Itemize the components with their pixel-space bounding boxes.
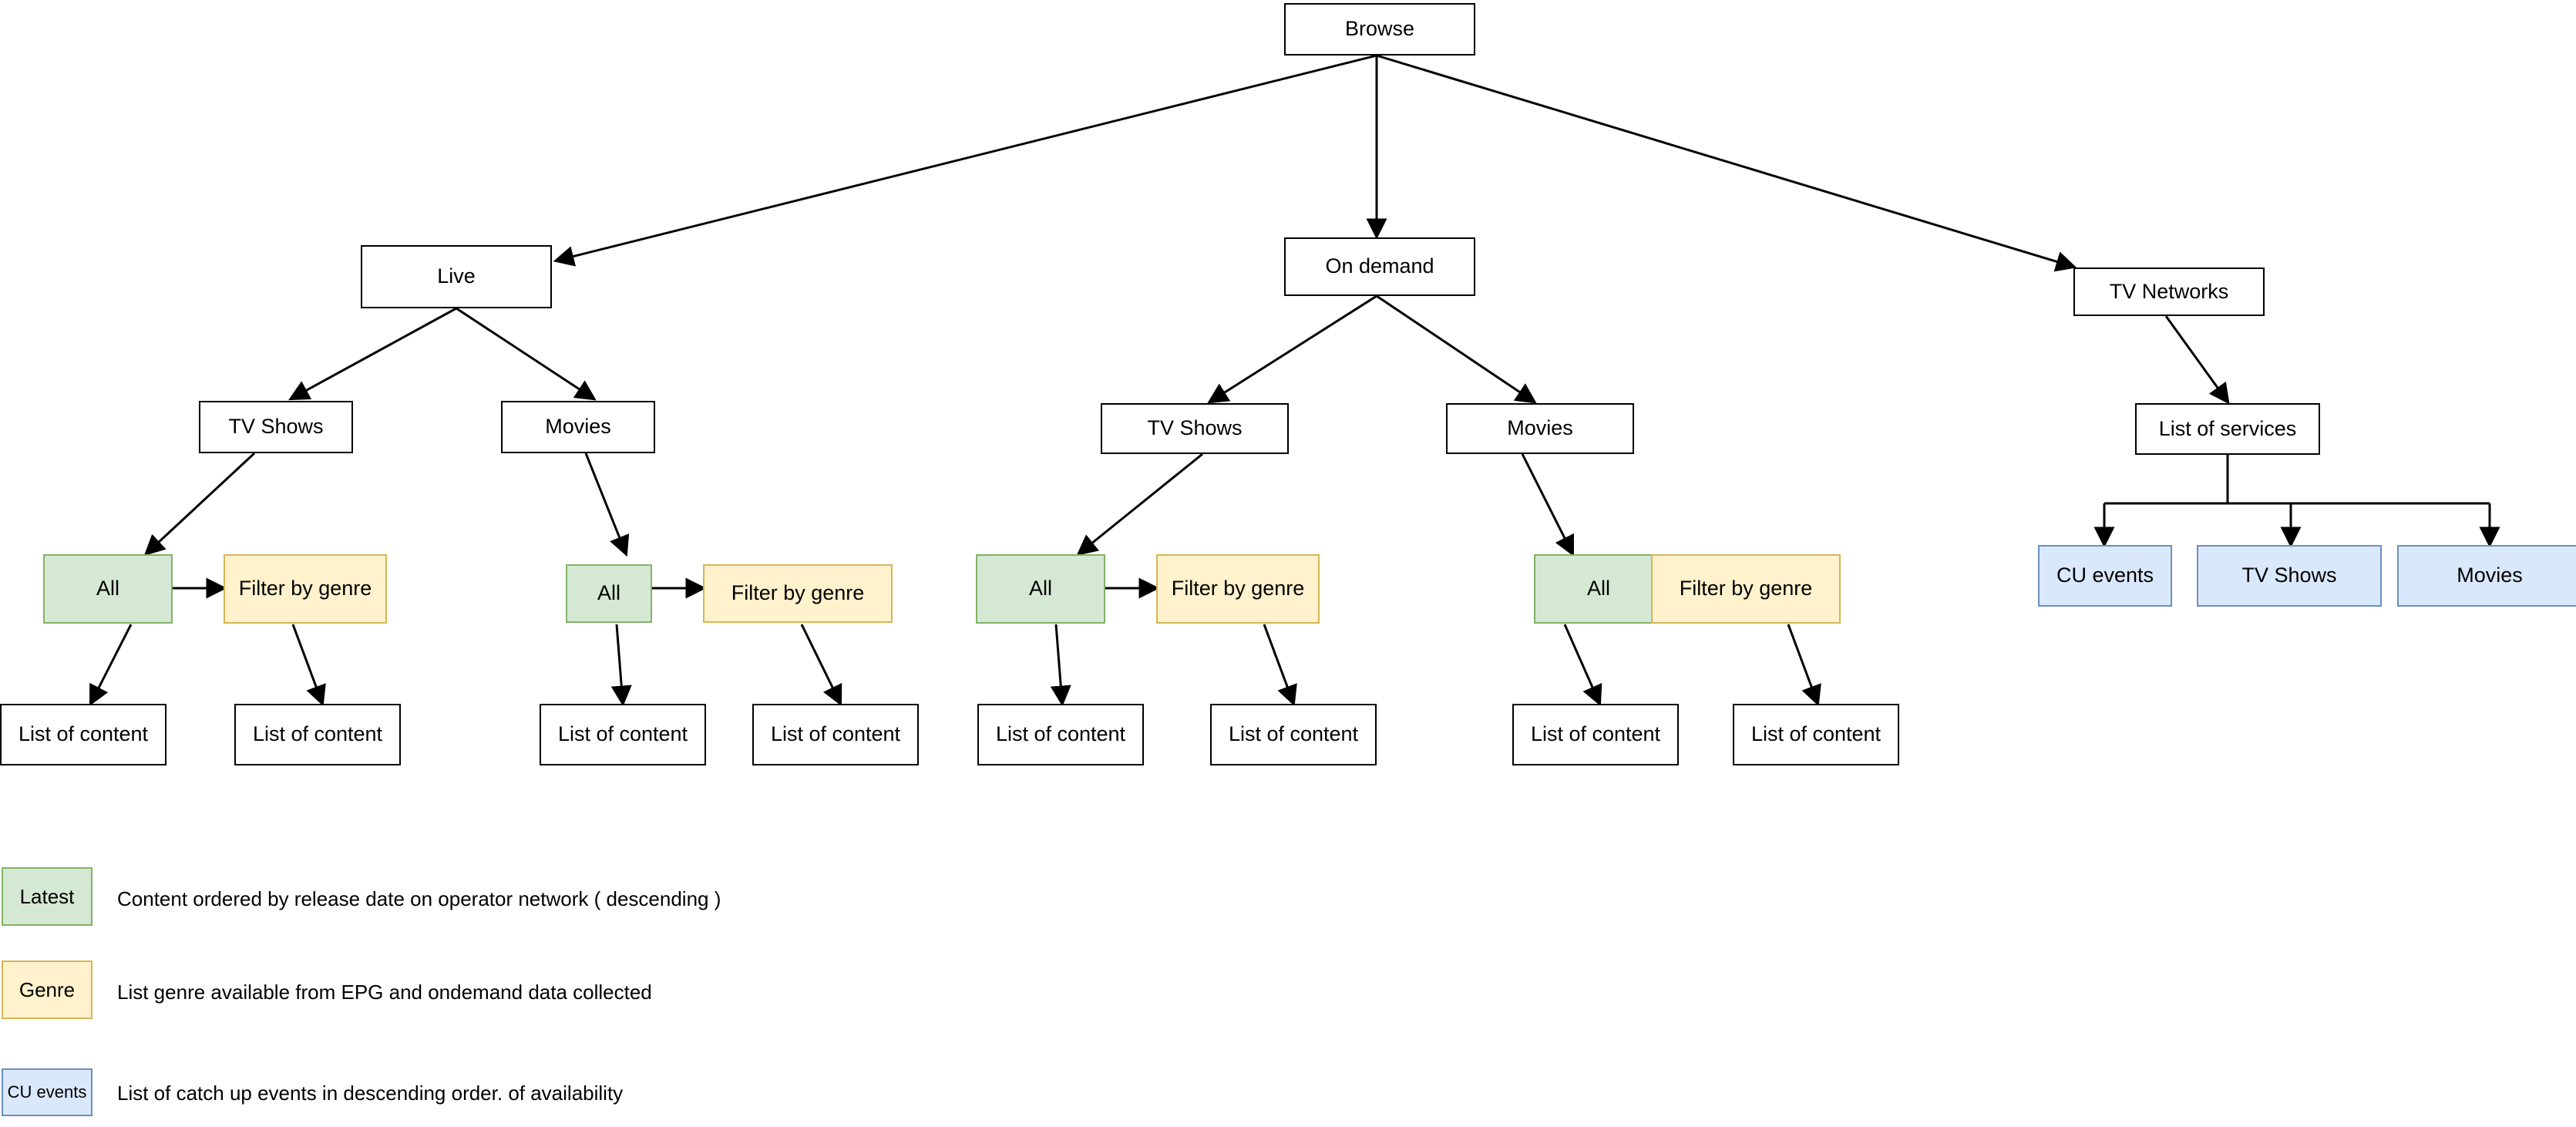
node-browse[interactable]: Browse — [1284, 3, 1475, 56]
node-list-of-content-5-label: List of content — [995, 722, 1126, 746]
edge-all4-to-content7 — [1563, 624, 1602, 707]
node-list-of-content-6[interactable]: List of content — [1210, 704, 1377, 765]
node-all-ondemand-movies[interactable]: All — [1534, 554, 1663, 624]
edge-genre4-to-content8 — [1787, 624, 1821, 707]
legend-description-genre: List genre available from EPG and ondema… — [117, 981, 652, 1004]
node-service-movies-label: Movies — [2457, 564, 2523, 587]
edge-tvnetworks-to-services — [2164, 315, 2230, 405]
edge-genre3-to-content6 — [1263, 624, 1297, 707]
node-ondemand-movies-label: Movies — [1507, 416, 1573, 440]
legend-swatch-cu-events: CU events — [2, 1068, 92, 1116]
edge-browse-to-live — [553, 54, 1377, 267]
node-list-of-content-4[interactable]: List of content — [752, 704, 919, 765]
legend-description-latest: Content ordered by release date on opera… — [117, 887, 721, 910]
node-filter-by-genre-ondemand-movies[interactable]: Filter by genre — [1651, 554, 1841, 624]
node-list-of-content-1[interactable]: List of content — [0, 704, 166, 765]
node-list-of-content-2[interactable]: List of content — [234, 704, 401, 765]
node-filter-by-genre-live-tvshows-label: Filter by genre — [238, 577, 372, 601]
node-list-of-content-7-label: List of content — [1530, 722, 1661, 746]
node-all-ondemand-tvshows[interactable]: All — [976, 554, 1105, 624]
node-filter-by-genre-ondemand-movies-label: Filter by genre — [1679, 577, 1813, 601]
node-all-live-movies-label: All — [597, 581, 620, 605]
edge-all1-to-content1 — [89, 624, 133, 707]
edge-live-to-tvshows — [288, 307, 457, 401]
node-all-ondemand-tvshows-label: All — [1028, 577, 1052, 601]
node-on-demand-label: On demand — [1325, 254, 1434, 278]
edge-genre2-to-content4 — [800, 624, 842, 707]
node-all-live-tvshows-label: All — [96, 577, 119, 601]
edge-ondemand-to-tvshows — [1207, 294, 1377, 404]
node-ondemand-movies[interactable]: Movies — [1446, 403, 1634, 454]
edge-browse-to-tvnetworks — [1376, 54, 2077, 272]
node-live-tv-shows[interactable]: TV Shows — [199, 401, 353, 453]
node-live-movies[interactable]: Movies — [501, 401, 655, 453]
node-ondemand-tv-shows[interactable]: TV Shows — [1101, 403, 1289, 454]
node-tv-networks-label: TV Networks — [2109, 279, 2229, 303]
node-service-cu-events-label: CU events — [2056, 564, 2154, 587]
legend-description-cu-events: List of catch up events in descending or… — [117, 1082, 624, 1105]
node-list-of-content-7[interactable]: List of content — [1512, 704, 1679, 765]
node-filter-by-genre-ondemand-tvshows[interactable]: Filter by genre — [1156, 554, 1320, 624]
node-list-of-content-2-label: List of content — [252, 722, 383, 746]
edge-all2-to-content3 — [610, 624, 632, 707]
node-list-of-content-6-label: List of content — [1228, 722, 1359, 746]
node-ondemand-tv-shows-label: TV Shows — [1147, 416, 1243, 440]
node-browse-label: Browse — [1344, 17, 1415, 41]
node-filter-by-genre-live-tvshows[interactable]: Filter by genre — [224, 554, 387, 624]
node-live-movies-label: Movies — [545, 415, 611, 439]
node-list-of-content-3-label: List of content — [557, 722, 688, 746]
node-filter-by-genre-ondemand-tvshows-label: Filter by genre — [1171, 577, 1305, 601]
node-filter-by-genre-live-movies-label: Filter by genre — [731, 581, 865, 605]
legend-swatch-latest-label: Latest — [19, 884, 75, 908]
edge-live-tvshows-to-all — [143, 452, 256, 557]
node-tv-networks[interactable]: TV Networks — [2073, 267, 2265, 316]
legend-swatch-genre-label: Genre — [18, 977, 76, 1001]
node-service-tv-shows[interactable]: TV Shows — [2197, 545, 2382, 607]
node-list-of-content-3[interactable]: List of content — [540, 704, 706, 765]
edge-genre1-to-content2 — [291, 624, 326, 707]
edge-services-trunk — [2104, 455, 2490, 505]
node-live-label: Live — [437, 264, 476, 288]
node-live[interactable]: Live — [361, 245, 552, 308]
legend-swatch-cu-events-label: CU events — [7, 1082, 87, 1102]
edge-live-to-movies — [456, 307, 597, 401]
node-filter-by-genre-live-movies[interactable]: Filter by genre — [703, 564, 893, 623]
edge-all3-to-content5 — [1050, 624, 1071, 707]
node-list-of-content-8[interactable]: List of content — [1733, 704, 1899, 765]
edge-live-movies-to-all — [584, 452, 630, 557]
node-list-of-content-4-label: List of content — [770, 722, 901, 746]
node-list-of-services[interactable]: List of services — [2135, 403, 2320, 455]
edge-ondemand-to-movies — [1376, 294, 1537, 404]
legend-swatch-latest: Latest — [2, 867, 92, 926]
node-list-of-content-8-label: List of content — [1750, 722, 1882, 746]
node-all-ondemand-movies-label: All — [1586, 577, 1610, 601]
node-all-live-tvshows[interactable]: All — [43, 554, 173, 624]
node-on-demand[interactable]: On demand — [1284, 237, 1475, 296]
node-list-of-content-5[interactable]: List of content — [977, 704, 1144, 765]
edge-od-tvshows-to-all — [1076, 452, 1203, 556]
node-live-tv-shows-label: TV Shows — [228, 415, 324, 439]
node-service-cu-events[interactable]: CU events — [2038, 545, 2172, 607]
legend-swatch-genre: Genre — [2, 960, 92, 1019]
node-service-movies[interactable]: Movies — [2397, 545, 2576, 607]
node-service-tv-shows-label: TV Shows — [2241, 564, 2337, 587]
edge-od-movies-to-all — [1521, 453, 1575, 557]
node-list-of-content-1-label: List of content — [18, 722, 149, 746]
node-list-of-services-label: List of services — [2158, 416, 2297, 440]
node-all-live-movies[interactable]: All — [566, 564, 652, 623]
